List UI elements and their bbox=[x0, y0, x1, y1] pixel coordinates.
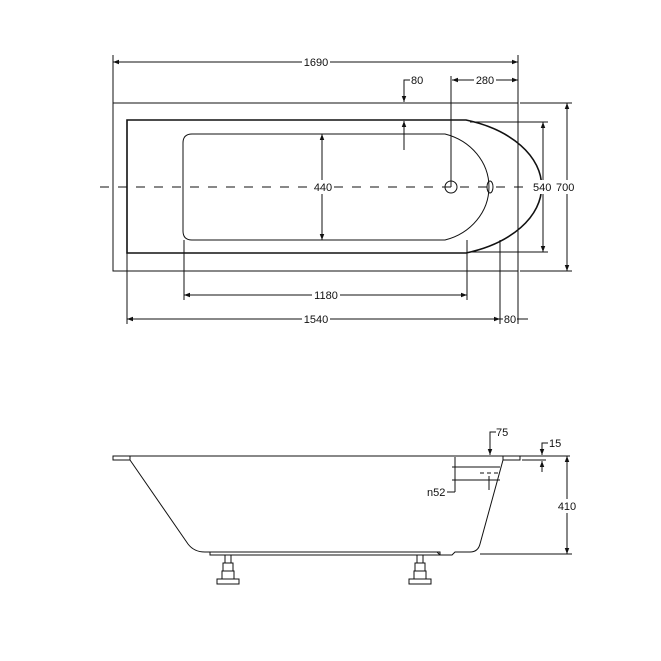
right-rim bbox=[502, 455, 521, 461]
dim-height: 410 bbox=[558, 501, 576, 513]
dim-drain-to-end: 280 bbox=[476, 75, 494, 87]
dim-overall-length: 1690 bbox=[304, 57, 328, 69]
dim-inner-length: 1540 bbox=[304, 314, 328, 326]
base-board bbox=[209, 551, 441, 556]
top-view: 1690 80 280 440 540 700 1180 1540 80 bbox=[100, 55, 580, 326]
overflow-icon bbox=[486, 180, 494, 194]
dim-rim-offset: 80 bbox=[411, 75, 423, 87]
basin-outline bbox=[182, 133, 490, 241]
dim-overflow-diameter: n52 bbox=[427, 487, 445, 499]
dim-overall-width: 700 bbox=[556, 182, 574, 194]
dim-rim-thickness: 15 bbox=[549, 438, 561, 450]
dim-basin-width: 540 bbox=[533, 182, 551, 194]
left-rim bbox=[112, 455, 131, 461]
dim-basin-length: 1180 bbox=[314, 290, 338, 302]
tub-profile bbox=[129, 459, 504, 556]
leg-left bbox=[216, 554, 240, 585]
dim-rim-width: 75 bbox=[496, 427, 508, 439]
side-view: n52 75 15 410 bbox=[112, 427, 578, 585]
dim-end-rim: 80 bbox=[504, 314, 516, 326]
leg-right bbox=[408, 554, 432, 585]
dim-inner-width: 440 bbox=[314, 182, 332, 194]
